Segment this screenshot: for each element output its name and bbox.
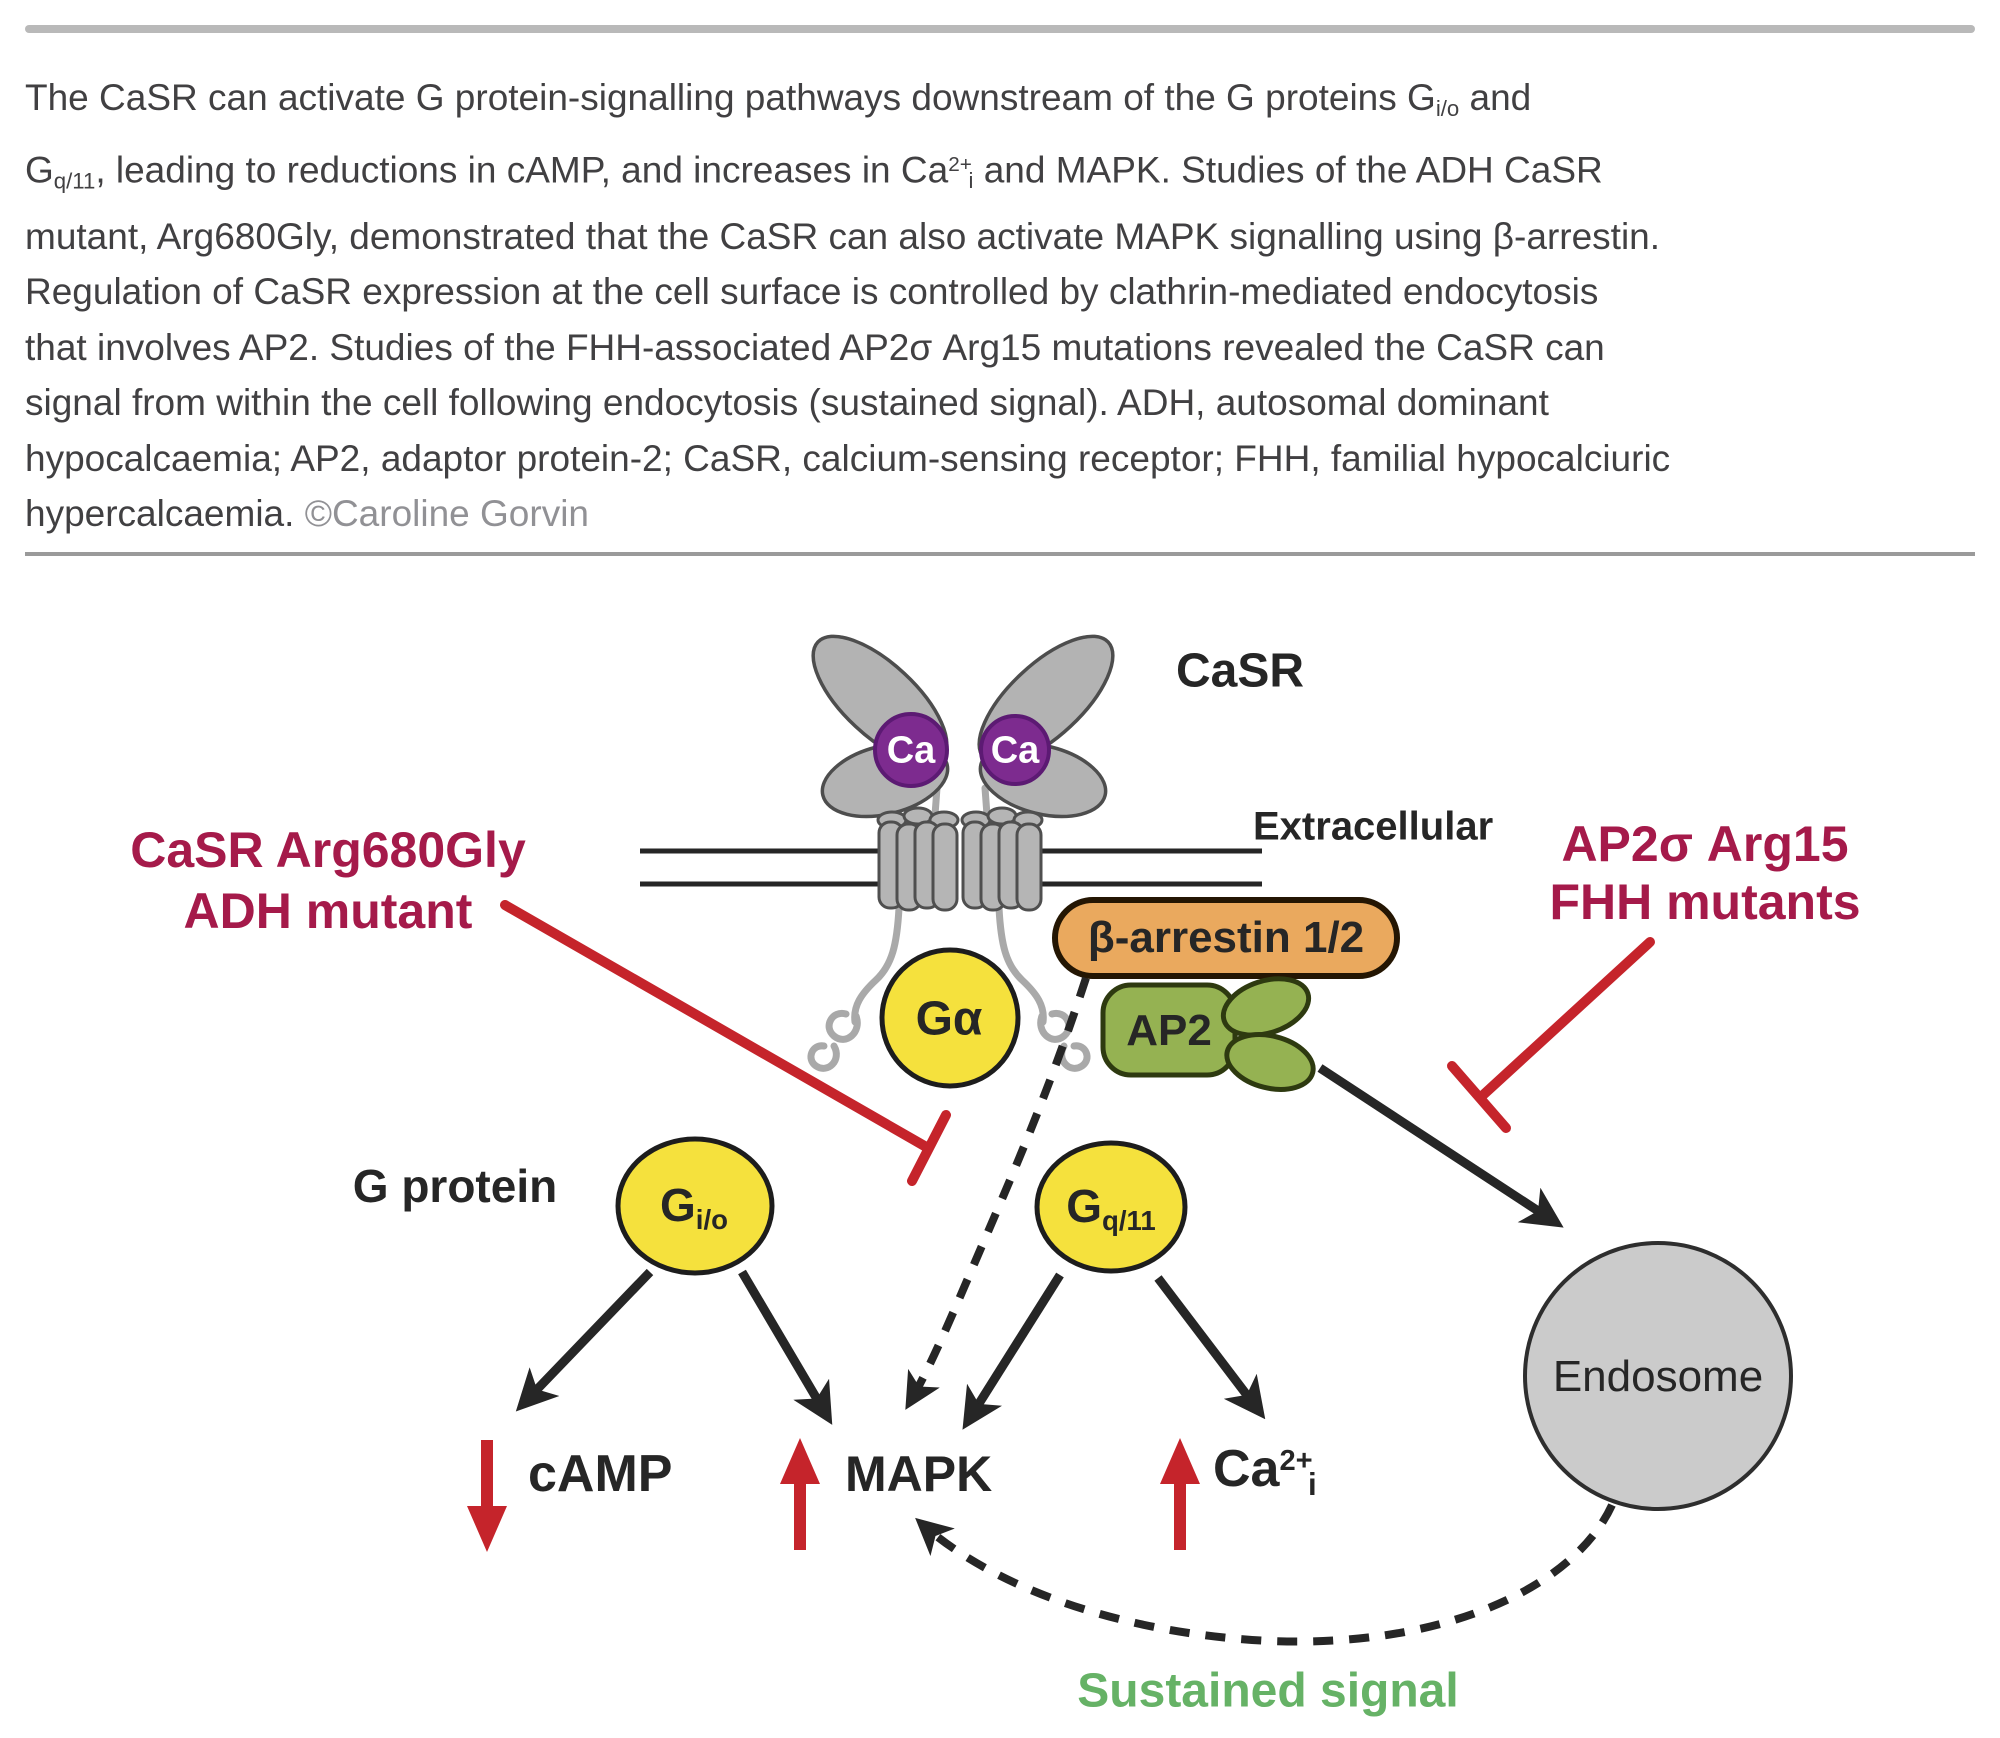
dashed-arrows (905, 976, 1616, 1646)
caption-line: Gq/11, leading to reductions in cAMP, an… (25, 149, 1603, 194)
caption-divider (25, 552, 1975, 556)
ca-ion-left (873, 712, 949, 788)
casr-title: CaSR (1175, 644, 1305, 698)
ca-intracellular-label: Ca2+i (1213, 1440, 1317, 1502)
beta-arrestin-box (1052, 897, 1400, 979)
ca-up-arrow (1160, 1438, 1200, 1550)
ap2-complex (1100, 976, 1316, 1092)
casr-adh-mutant-label: CaSR Arg680Gly ADH mutant (130, 820, 526, 942)
mapk-up-arrow (780, 1438, 820, 1550)
beta-arrestin-label: β-arrestin 1/2 (1087, 913, 1365, 962)
endosome-label: Endosome (1552, 1352, 1764, 1401)
ap2-fhh-mutant-line2: FHH mutants (1549, 874, 1861, 930)
ca-ion-left-label: Ca (886, 729, 936, 772)
caption-line: that involves AP2. Studies of the FHH-as… (25, 326, 1605, 368)
endosome-circle (1523, 1241, 1793, 1511)
casr-adh-mutant-line2: ADH mutant (183, 883, 473, 939)
ap2-fhh-mutant-line1: AP2σ Arg15 (1561, 816, 1849, 872)
g-protein-label: G protein (352, 1160, 558, 1212)
gq11-label: Gq/11 (1066, 1180, 1156, 1236)
casr-receptor (811, 634, 1115, 819)
ap2-fhh-mutant-label: AP2σ Arg15 FHH mutants (1549, 815, 1860, 931)
sustained-signal-dashed (915, 1503, 1616, 1646)
caption-line: mutant, Arg680Gly, demonstrated that the… (25, 215, 1661, 257)
ca-ion-right (979, 714, 1051, 786)
figure-caption: The CaSR can activate G protein-signalli… (25, 70, 1975, 542)
caption-line: The CaSR can activate G protein-signalli… (25, 77, 1532, 122)
change-arrows (467, 1438, 1200, 1552)
beta-arrestin-to-mapk-dashed (905, 976, 1090, 1410)
casr-adh-mutant-line1: CaSR Arg680Gly (130, 822, 526, 878)
camp-down-arrow (467, 1440, 507, 1552)
transmembrane-domain (876, 806, 1044, 912)
gio-node (615, 1136, 775, 1276)
gio-label: Gi/o (660, 1179, 728, 1235)
ca-ion-right-label: Ca (990, 729, 1040, 772)
inhibition-tbars (500, 900, 1655, 1186)
caption-line: hypocalcaemia; AP2, adaptor protein-2; C… (25, 437, 1671, 479)
sustained-signal-label: Sustained signal (1077, 1664, 1459, 1718)
caption-line: Regulation of CaSR expression at the cel… (25, 271, 1599, 313)
signal-arrows (515, 1064, 1564, 1430)
camp-label: cAMP (528, 1445, 673, 1503)
g-alpha-label: Gα (915, 992, 983, 1046)
gq11-node (1034, 1140, 1188, 1274)
extracellular-label: Extracellular (1253, 804, 1494, 849)
ap2-label: AP2 (1126, 1006, 1212, 1055)
caption-line: hypercalcaemia. ©Caroline Gorvin (25, 493, 589, 535)
mapk-label: MAPK (845, 1446, 993, 1502)
caption-line: signal from within the cell following en… (25, 382, 1549, 424)
top-rule (25, 25, 1975, 33)
g-alpha-node (879, 947, 1021, 1089)
membrane-lines (640, 848, 1262, 887)
